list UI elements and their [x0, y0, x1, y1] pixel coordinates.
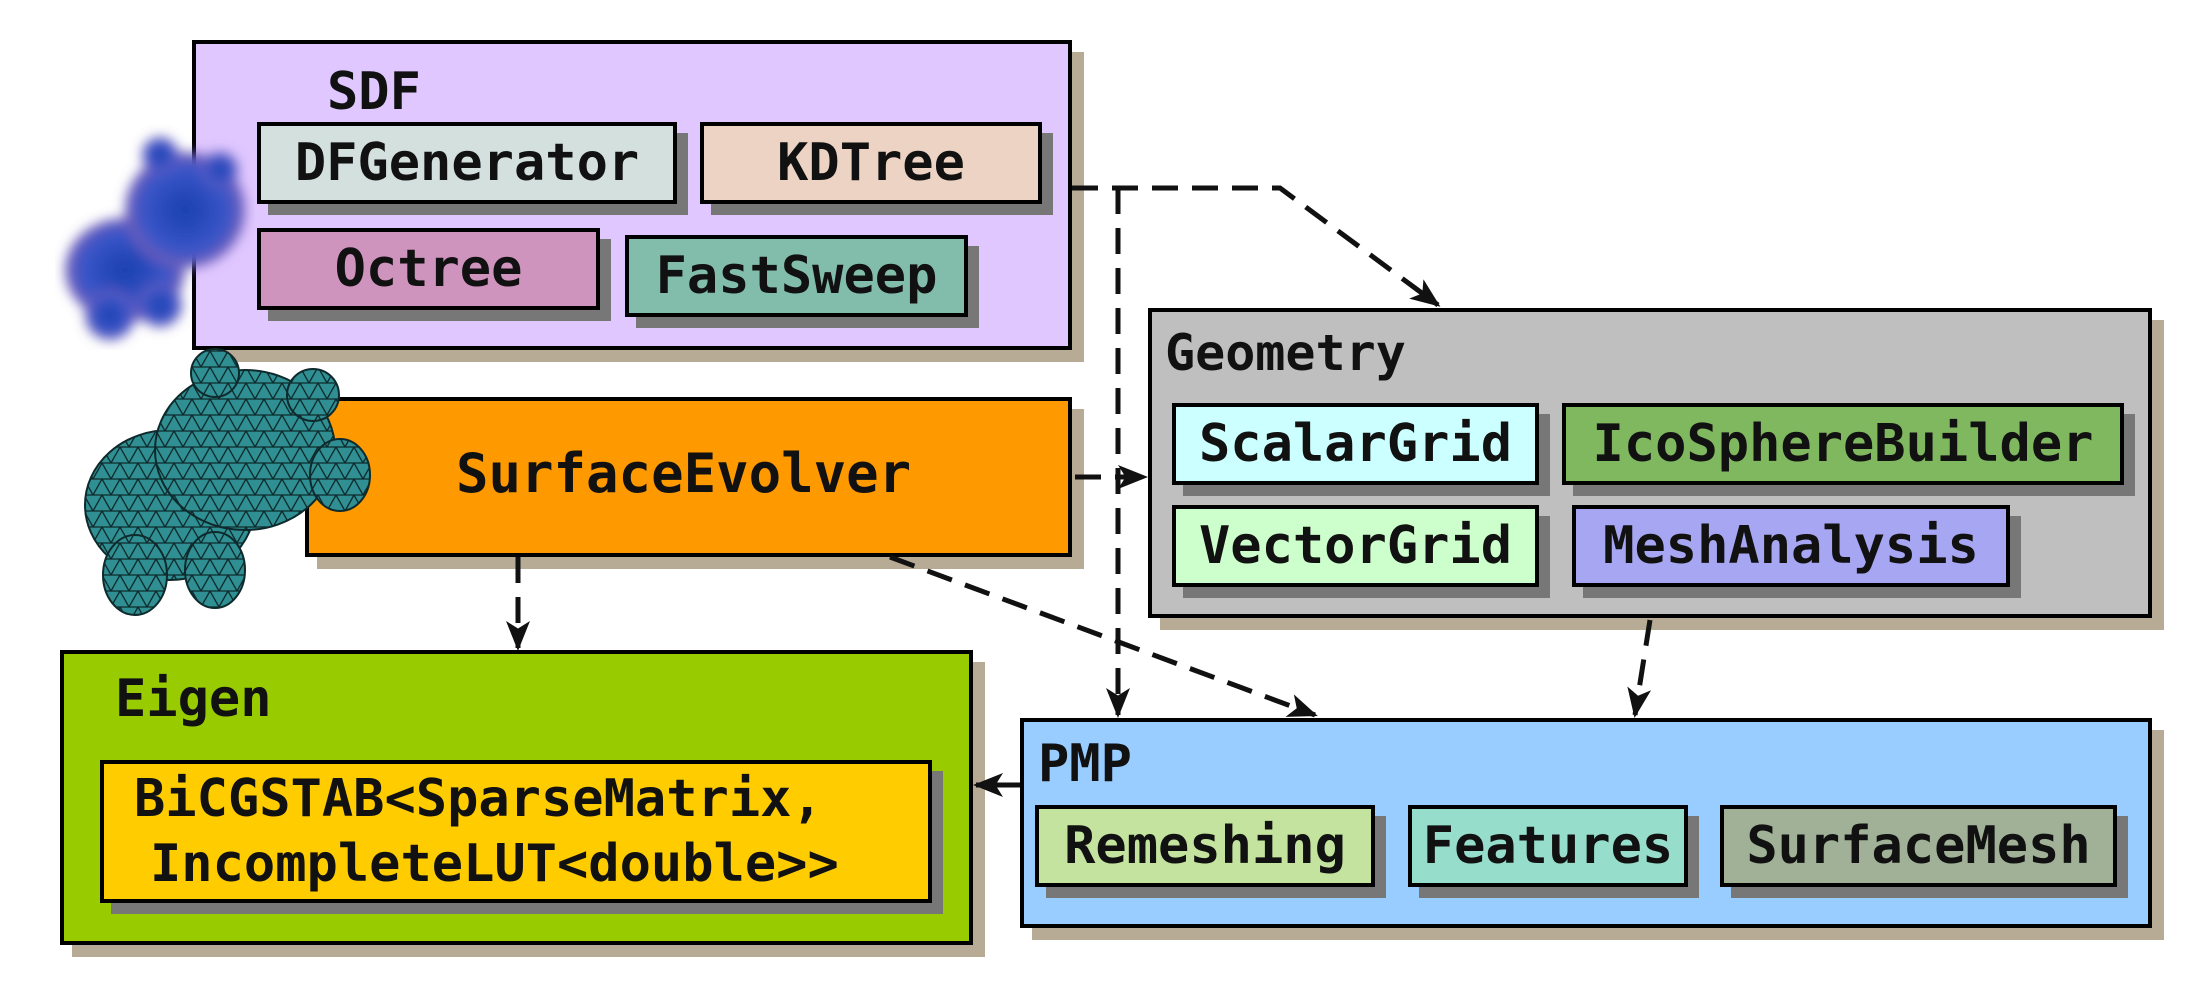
kdtree-box: KDTree [700, 122, 1042, 204]
arrow-geometry-to-pmp [1627, 619, 1653, 718]
geometry-title: Geometry [1165, 324, 1406, 382]
fastsweep-box: FastSweep [625, 235, 968, 317]
pmp-title: PMP [1038, 734, 1132, 794]
arrow-evolver-to-pmp [889, 554, 1318, 718]
blurred-cow-sdf-icon [65, 137, 245, 340]
octree-box: Octree [257, 228, 600, 310]
dfgenerator-box: DFGenerator [257, 122, 677, 204]
vectorgrid-box: VectorGrid [1172, 505, 1539, 587]
bicgstab-solver-box: BiCGSTAB<SparseMatrix, IncompleteLUT<dou… [100, 760, 932, 903]
triangulated-cow-mesh-icon [84, 348, 371, 616]
solver-line-1: BiCGSTAB<SparseMatrix, [134, 768, 823, 829]
surface-evolver-module [305, 397, 1072, 557]
meshanalysis-box: MeshAnalysis [1572, 505, 2010, 587]
scalargrid-box: ScalarGrid [1172, 403, 1539, 485]
surfacemesh-box: SurfaceMesh [1720, 805, 2117, 887]
remeshing-box: Remeshing [1035, 805, 1375, 887]
sdf-title: SDF [327, 62, 421, 122]
solver-line-2: IncompleteLUT<double>> [150, 833, 839, 894]
eigen-title: Eigen [115, 669, 272, 729]
surface-evolver-title: SurfaceEvolver [456, 442, 912, 505]
arrow-sdf-to-geometry [1072, 185, 1441, 308]
features-box: Features [1408, 805, 1688, 887]
icospherebuilder-box: IcoSphereBuilder [1562, 403, 2124, 485]
